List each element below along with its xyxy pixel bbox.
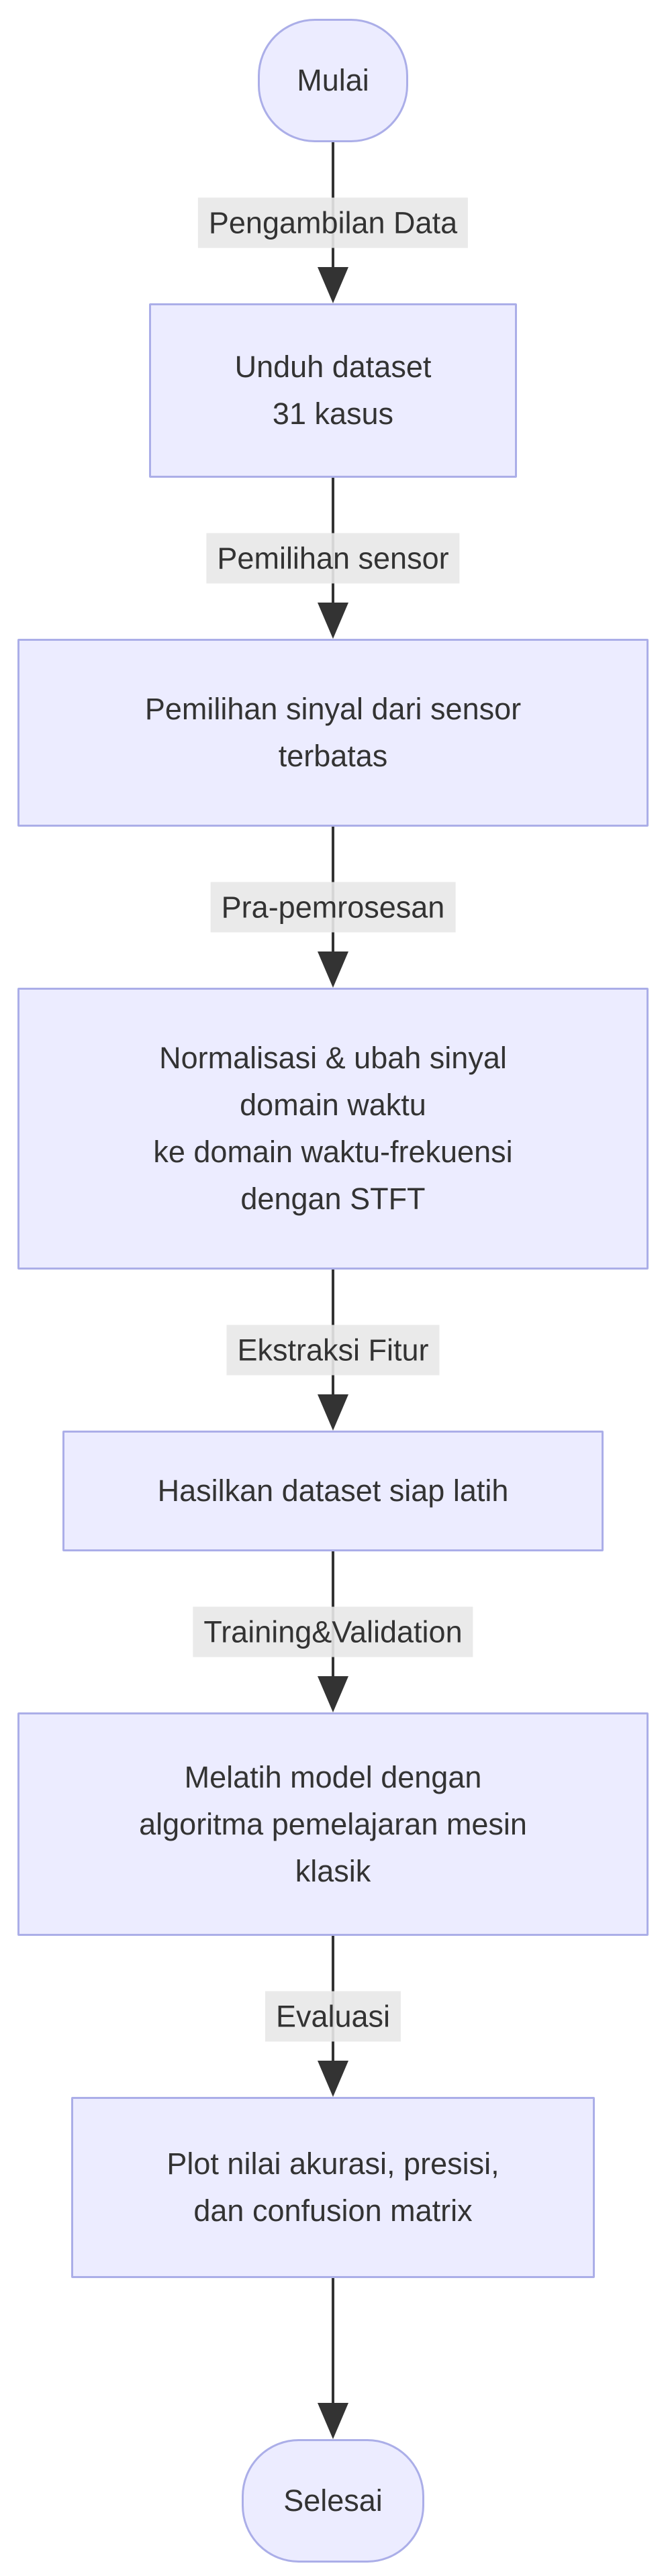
edge-pengambilan-data: Pengambilan Data bbox=[0, 142, 666, 303]
node-melatih-model: Melatih model dengan algoritma pemelajar… bbox=[17, 1712, 649, 1936]
edge-label: Training&Validation bbox=[193, 1606, 473, 1657]
arrowhead-icon bbox=[318, 603, 348, 639]
arrowhead-icon bbox=[318, 951, 348, 988]
node-normalisasi-stft: Normalisasi & ubah sinyal domain waktu k… bbox=[17, 988, 649, 1270]
edge-training-validation: Training&Validation bbox=[0, 1551, 666, 1712]
end-node: Selesai bbox=[242, 2439, 424, 2563]
edge-ekstraksi-fitur: Ekstraksi Fitur bbox=[0, 1270, 666, 1431]
edge-line bbox=[332, 2278, 334, 2403]
edge-to-selesai bbox=[0, 2278, 666, 2439]
edge-pemilihan-sensor: Pemilihan sensor bbox=[0, 478, 666, 639]
node-hasilkan-dataset: Hasilkan dataset siap latih bbox=[62, 1431, 604, 1551]
edge-label: Evaluasi bbox=[265, 1991, 401, 2042]
node-plot-evaluasi: Plot nilai akurasi, presisi, dan confusi… bbox=[71, 2097, 595, 2278]
start-node: Mulai bbox=[258, 19, 408, 142]
node-pemilihan-sinyal: Pemilihan sinyal dari sensor terbatas bbox=[17, 639, 649, 827]
edge-label: Pengambilan Data bbox=[197, 197, 469, 248]
arrowhead-icon bbox=[318, 2403, 348, 2439]
edge-evaluasi: Evaluasi bbox=[0, 1936, 666, 2097]
arrowhead-icon bbox=[318, 2061, 348, 2097]
edge-pra-pemrosesan: Pra-pemrosesan bbox=[0, 827, 666, 988]
arrowhead-icon bbox=[318, 1676, 348, 1712]
arrowhead-icon bbox=[318, 1394, 348, 1431]
edge-label: Pemilihan sensor bbox=[206, 533, 460, 584]
node-unduh-dataset: Unduh dataset 31 kasus bbox=[149, 303, 517, 478]
edge-label: Ekstraksi Fitur bbox=[226, 1325, 440, 1376]
arrowhead-icon bbox=[318, 267, 348, 303]
edge-label: Pra-pemrosesan bbox=[210, 882, 456, 933]
